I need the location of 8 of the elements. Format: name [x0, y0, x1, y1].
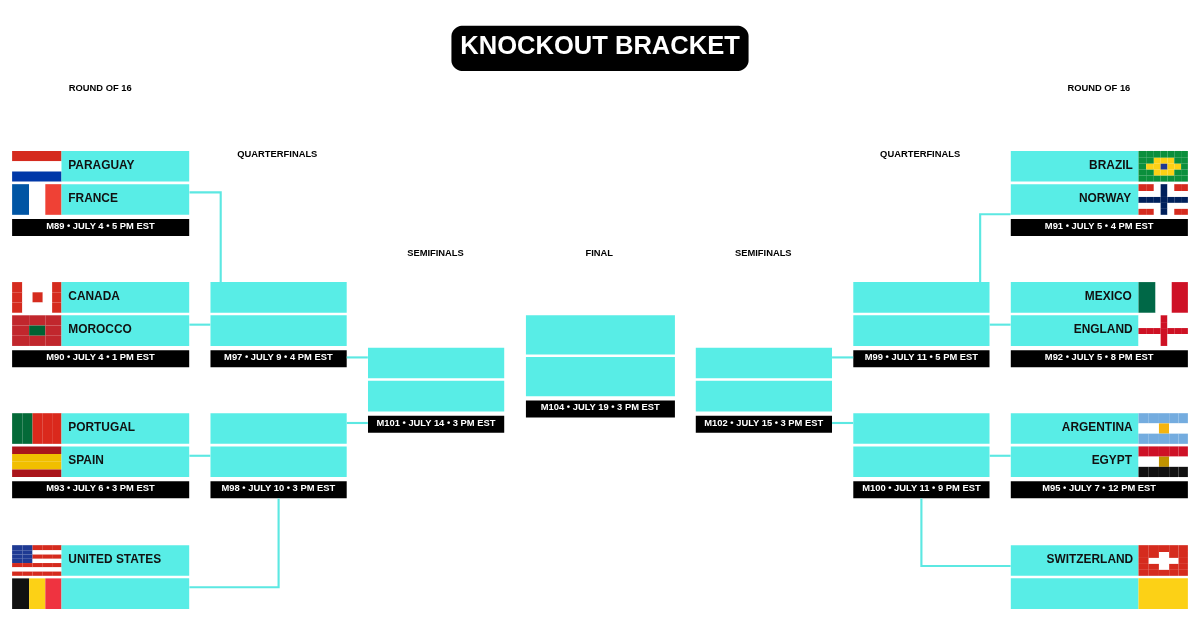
label: ROUND OF 16	[68, 82, 132, 93]
label: QUARTERFINALS	[237, 148, 318, 159]
diagram-title: KNOCKOUT BRACKET	[460, 30, 740, 59]
label: SEMIFINALS	[407, 247, 464, 258]
label: ROUND OF 16	[1067, 82, 1131, 93]
label: QUARTERFINALS	[880, 148, 961, 159]
label: FINAL	[585, 247, 614, 258]
label: SEMIFINALS	[734, 247, 792, 258]
